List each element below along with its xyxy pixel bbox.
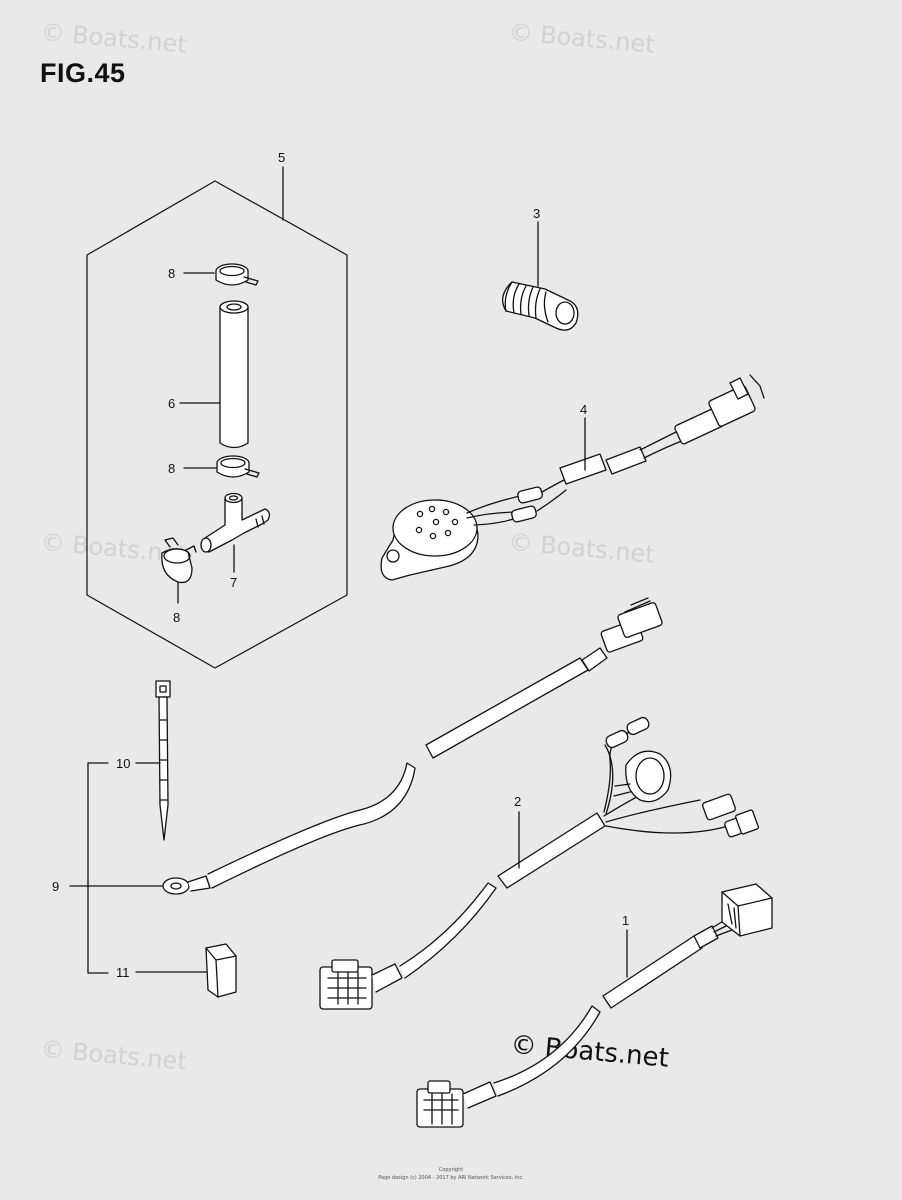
buzzer-harness [380,374,765,581]
callout-10: 10 [116,756,130,771]
footer-credit: Page design (c) 2004 - 2017 by ARI Netwo… [378,1175,524,1181]
wire-harness-2 [319,716,759,1010]
hose-clamp-middle [216,455,260,478]
callout-8-top: 8 [168,266,175,281]
hose-clamp-top [215,263,259,286]
callout-6: 6 [168,396,175,411]
callout-4: 4 [580,402,587,417]
callout-8-bottom: 8 [173,610,180,625]
callout-1: 1 [622,913,629,928]
callout-5: 5 [278,150,285,165]
callout-2: 2 [514,794,521,809]
callout-8-middle: 8 [168,461,175,476]
callout-7: 7 [230,575,237,590]
fuse-connector [205,943,237,998]
wire-harness-1 [416,883,773,1128]
figure-title: FIG.45 [40,58,126,88]
callout-11: 11 [116,965,130,980]
footer-copyright: Copyright [438,1167,464,1173]
callout-3: 3 [533,206,540,221]
t-joint [200,492,271,553]
plug [501,281,579,331]
hose [219,300,249,449]
hose-clamp-bottom [161,537,197,584]
kit-outline [86,180,348,669]
callout-9: 9 [52,879,59,894]
ground-wire [162,597,663,895]
cable-tie [155,680,171,841]
